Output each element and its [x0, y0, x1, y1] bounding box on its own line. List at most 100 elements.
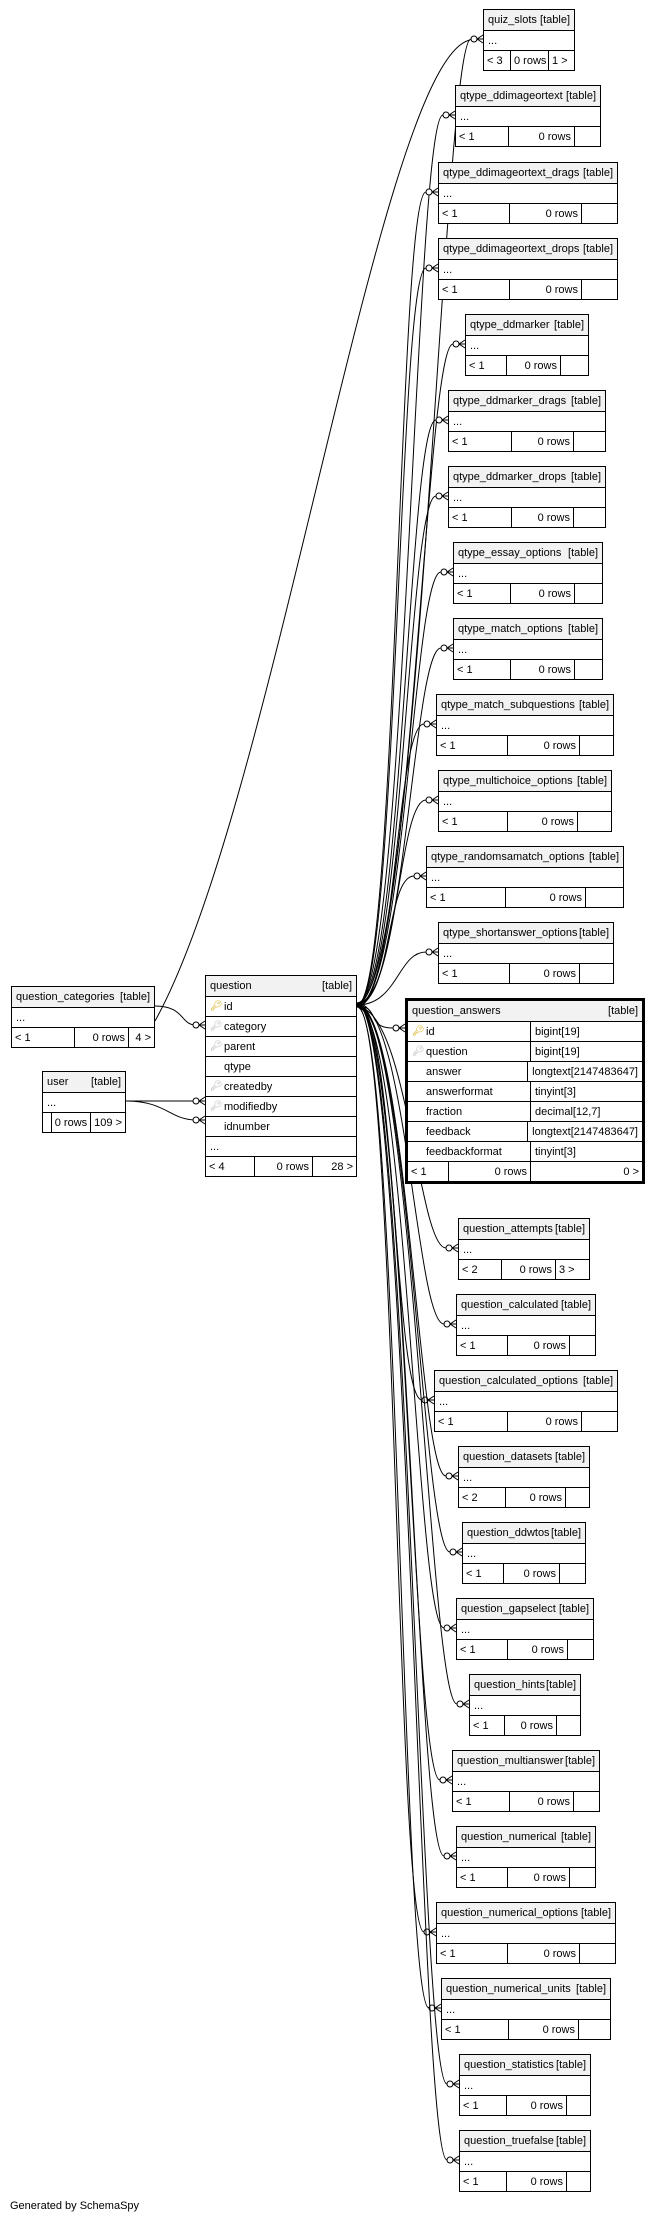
table-name: question_numerical_options [441, 1907, 578, 1919]
parents-count: < 1 [457, 663, 473, 676]
table-name: question_multianswer [457, 1755, 564, 1767]
ellipsis: ... [467, 1547, 477, 1560]
parents-count: < 4 [209, 1160, 225, 1173]
table-name: qtype_multichoice_options [443, 775, 573, 787]
rows-count: 0 rows [510, 51, 548, 70]
ellipsis: ... [474, 1699, 484, 1712]
column-name: id [426, 1025, 435, 1038]
table-name: question_hints [474, 1679, 545, 1691]
table-name: user [47, 1076, 69, 1088]
edge-question-question_gapselect [356, 1006, 445, 1629]
ellipsis: ... [431, 871, 441, 884]
rows-count: 0 rows [508, 127, 574, 146]
parents-count: < 1 [459, 130, 475, 143]
parents-count: < 1 [442, 815, 458, 828]
rows-count: 0 rows [507, 1868, 569, 1887]
edge-question-question_numerical_units [356, 1006, 430, 2009]
ellipsis: ... [463, 1243, 473, 1256]
table-name: question_categories [16, 991, 115, 1003]
table-qtype_randomsamatch_options[interactable]: qtype_randomsamatch_options[table] ... <… [426, 846, 624, 908]
generated-by-footer: Generated by SchemaSpy [10, 2200, 140, 2212]
column-name: qtype [224, 1060, 251, 1073]
column-name: id [224, 1000, 233, 1013]
foreign-key-icon: 🔑︎ [210, 1021, 223, 1032]
table-question[interactable]: question[table] 🔑︎id 🔑︎category 🔑︎parent… [205, 975, 357, 1177]
rows-count: 0 rows [507, 812, 577, 831]
children-count: 4 > [128, 1028, 154, 1047]
rows-count: 0 rows [506, 356, 560, 375]
table-question_calculated_options[interactable]: question_calculated_options[table] ... <… [434, 1370, 618, 1432]
table-name: question_numerical_units [446, 1983, 571, 1995]
column-type: longtext[2147483647] [527, 1062, 642, 1081]
column-type: tinyint[3] [530, 1142, 642, 1161]
table-name: qtype_shortanswer_options [443, 927, 578, 939]
ellipsis: ... [443, 947, 453, 960]
column-name: parent [224, 1040, 256, 1053]
table-name: quiz_slots [488, 14, 537, 26]
edge-question-qtype_ddmarker_drops [356, 495, 437, 1005]
parents-count: < 1 [457, 587, 473, 600]
table-name: qtype_ddimageortext [460, 90, 563, 102]
crowfoot-qtype_ddimageortext_drags [425, 187, 439, 197]
crowfoot-question_calculated [443, 1319, 457, 1329]
parents-count: < 1 [460, 1339, 476, 1352]
table-qtype_ddimageortext_drops[interactable]: qtype_ddimageortext_drops[table] ... < 1… [438, 238, 618, 300]
crowfoot-createdby [192, 1096, 206, 1106]
table-name: question_numerical [461, 1831, 557, 1843]
crowfoot-category [192, 1020, 206, 1030]
edge-question-qtype_shortanswer_options [356, 951, 427, 1006]
rows-count: 0 rows [506, 2172, 566, 2191]
table-name: qtype_match_options [458, 623, 563, 635]
table-name: qtype_ddimageortext_drops [443, 243, 580, 255]
table-name: question_statistics [464, 2059, 554, 2071]
ellipsis: ... [457, 1775, 467, 1788]
crowfoot-question_datasets [445, 1471, 459, 1481]
parents-count: < 1 [442, 207, 458, 220]
ellipsis: ... [453, 491, 463, 504]
table-question_numerical_options[interactable]: question_numerical_options[table] ... < … [436, 1902, 616, 1964]
crowfoot-qtype_ddmarker_drops [435, 491, 449, 501]
crowfoot-qtype_essay_options [440, 567, 454, 577]
table-name: question_attempts [463, 1223, 553, 1235]
crowfoot-qtype_match_options [440, 643, 454, 653]
table-qtype_ddimageortext_drags[interactable]: qtype_ddimageortext_drags[table] ... < 1… [438, 162, 618, 224]
parents-count: < 1 [460, 1643, 476, 1656]
rows-count: 0 rows [505, 888, 585, 907]
column-name: idnumber [224, 1120, 270, 1133]
table-qtype_multichoice_options[interactable]: qtype_multichoice_options[table] ... < 1… [438, 770, 612, 832]
ellipsis: ... [443, 263, 453, 276]
edge-question-question_numerical [356, 1004, 445, 1857]
parents-count: < 1 [469, 359, 485, 372]
column-type: tinyint[3] [530, 1082, 642, 1101]
column-name: feedbackformat [426, 1145, 502, 1158]
table-qtype_shortanswer_options[interactable]: qtype_shortanswer_options[table] ... < 1… [438, 922, 614, 984]
crowfoot-qtype_multichoice_options [425, 795, 439, 805]
crowfoot-qtype_ddmarker_drags [435, 415, 449, 425]
edge-question-qtype_ddmarker_drags [356, 419, 437, 1004]
column-type: decimal[12,7] [530, 1102, 642, 1121]
table-name: qtype_ddmarker [470, 319, 550, 331]
